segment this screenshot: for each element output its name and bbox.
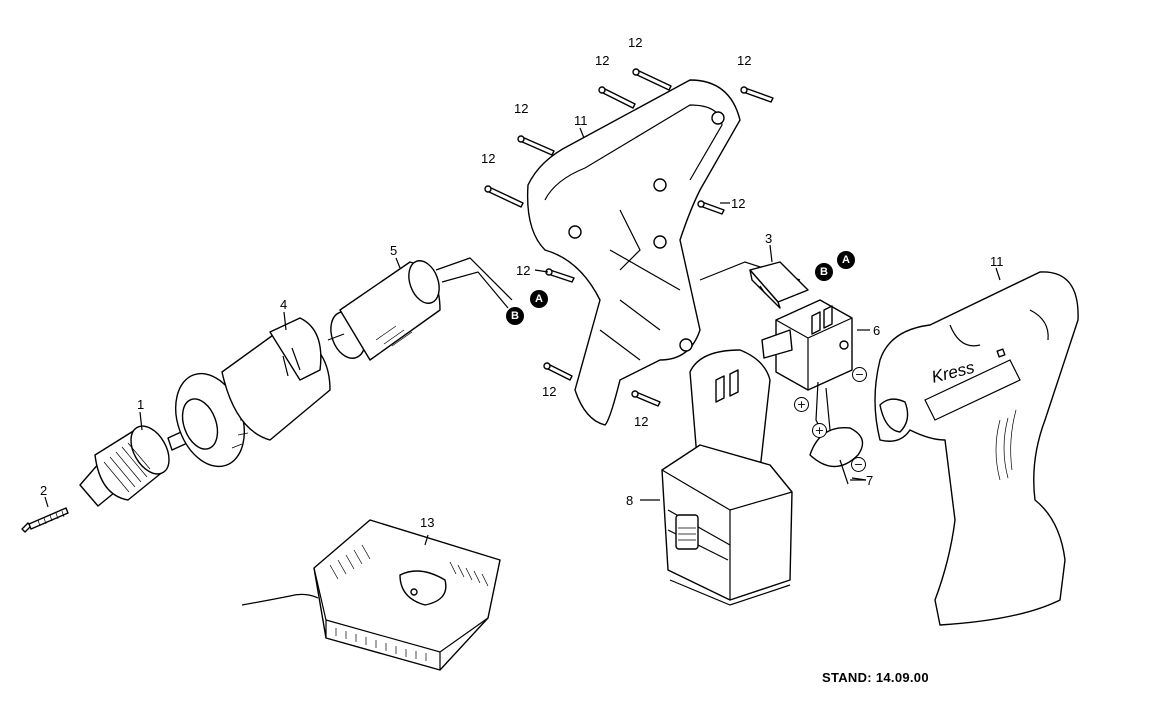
part-label-13: 13 [420,515,435,530]
housing-right-part [874,271,1079,626]
motor-part [327,257,513,361]
gearbox-part [175,317,331,468]
part-label-12-c: 12 [737,53,752,68]
part-label-7: 7 [866,473,874,488]
part-label-12-i: 12 [634,414,649,429]
chuck-part [79,425,195,507]
connector-badge-a-motor: A [530,290,548,308]
part-label-2: 2 [40,483,48,498]
part-label-12-h: 12 [542,384,557,399]
part-label-3: 3 [765,231,773,246]
charger-part [241,519,501,671]
stand-date: STAND: 14.09.00 [822,670,929,685]
part-label-12-f: 12 [731,196,746,211]
connector-badge-b-motor: B [506,307,524,325]
part-label-11: 11 [574,113,588,128]
part-label-12-a: 12 [628,35,643,50]
leader-lines [44,127,1001,508]
part-label-8: 8 [626,493,634,508]
screw-part [21,507,69,533]
part-label-12-b: 12 [595,53,610,68]
plus-sign-terminal: + [812,423,827,438]
part-label-1: 1 [137,397,145,412]
part-label-12-g: 12 [516,263,531,278]
part-label-5: 5 [390,243,398,258]
minus-sign-switch: − [852,367,867,382]
battery-part [661,349,793,606]
part-label-12-e: 12 [481,151,496,166]
plus-sign-switch: + [794,397,809,412]
switch-cover-part [749,261,809,309]
housing-half-part [526,79,801,426]
housing-screws [484,68,774,407]
part-label-6: 6 [873,323,881,338]
connector-badge-b-switch: B [815,263,833,281]
connector-badge-a-switch: A [837,251,855,269]
part-label-12-d: 12 [514,101,529,116]
minus-sign-terminal: − [851,457,866,472]
part-label-4: 4 [280,297,288,312]
part-label-11-right: 11 [990,254,1004,269]
